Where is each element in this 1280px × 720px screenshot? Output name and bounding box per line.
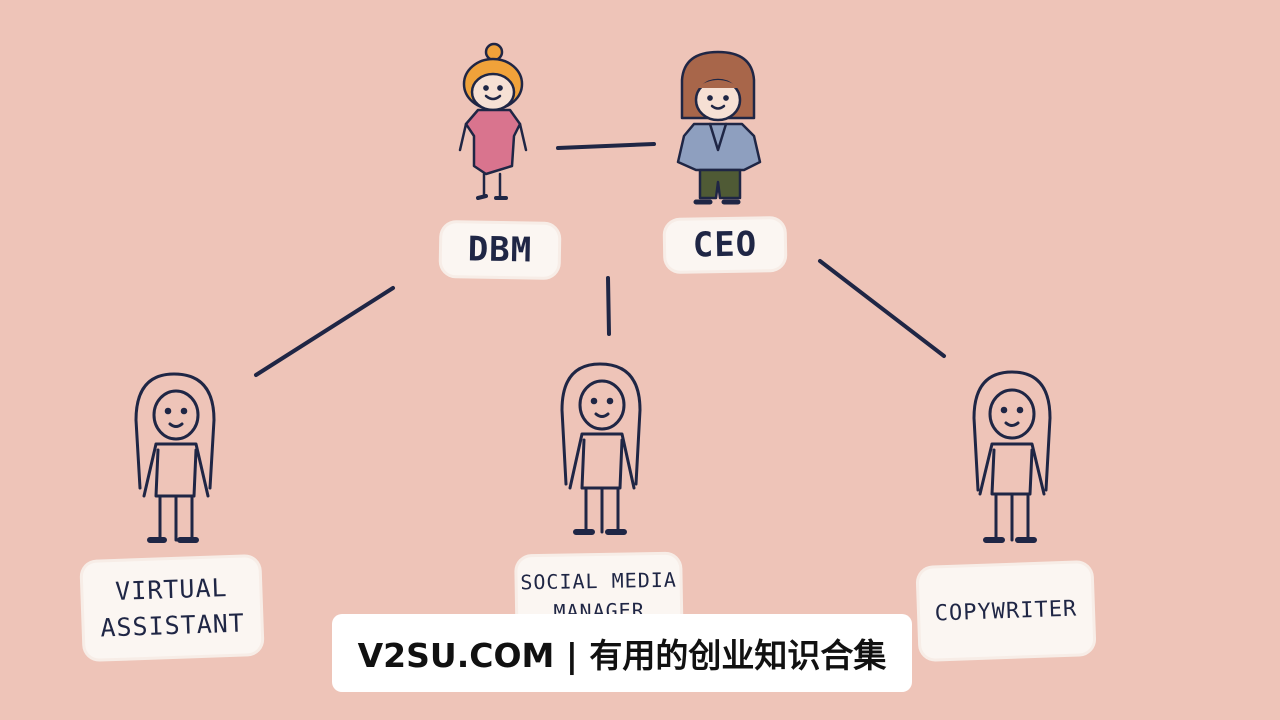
social-media-manager-figure bbox=[560, 362, 642, 535]
connector-dbm-ceo bbox=[556, 142, 656, 150]
dbm-figure bbox=[458, 42, 528, 200]
copywriter-figure bbox=[972, 370, 1052, 543]
copywriter-label: COPYWRITER bbox=[918, 563, 1094, 659]
connector-to-copywriter bbox=[818, 259, 946, 358]
virtual-assistant-label: VIRTUAL ASSISTANT bbox=[82, 556, 262, 660]
ceo-label: CEO bbox=[665, 218, 785, 272]
connector-to-virtual-assistant bbox=[254, 286, 395, 377]
dbm-label: DBM bbox=[441, 222, 559, 278]
watermark-caption: V2SU.COM | 有用的创业知识合集 bbox=[332, 614, 912, 692]
virtual-assistant-figure bbox=[134, 372, 216, 543]
connector-to-social-media-manager bbox=[606, 276, 611, 336]
ceo-figure bbox=[676, 50, 762, 205]
